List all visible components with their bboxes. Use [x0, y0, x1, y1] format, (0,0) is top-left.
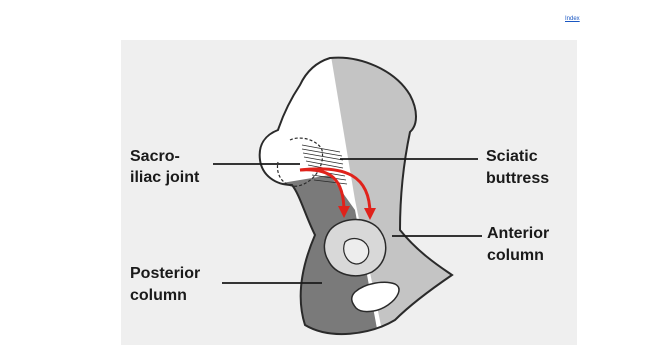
hip-bone	[240, 50, 470, 345]
label-anterior-1: Anterior	[487, 225, 549, 242]
label-posterior-2: column	[130, 287, 187, 304]
label-sciatic-1: Sciatic	[486, 148, 538, 165]
label-anterior-2: column	[487, 247, 544, 264]
acetabulum-fossa	[344, 239, 369, 264]
label-sacroiliac-1: Sacro-	[130, 148, 180, 165]
label-posterior-1: Posterior	[130, 265, 200, 282]
label-sciatic-2: buttress	[486, 170, 549, 187]
label-sacroiliac-2: iliac joint	[130, 169, 200, 186]
